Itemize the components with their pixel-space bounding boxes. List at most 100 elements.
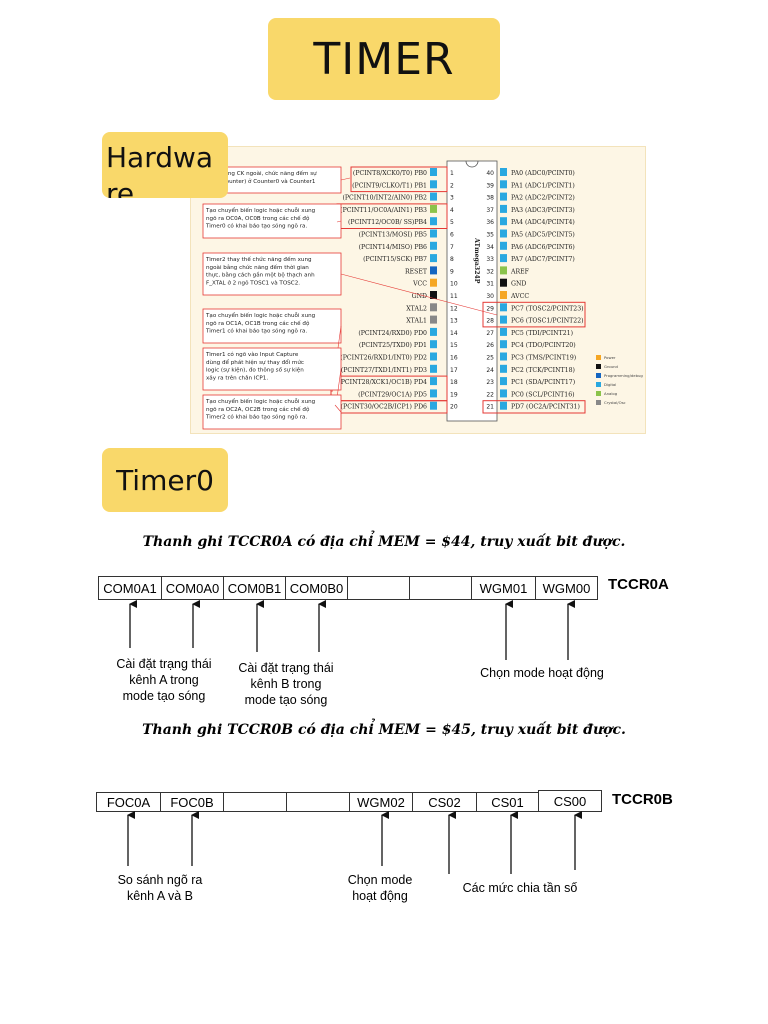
note-connector-6 [334, 404, 342, 413]
pin-label-25: PC3 (TMS/PCINT19) [511, 355, 576, 362]
pin-color-29 [500, 303, 507, 312]
legend-label-6: Crystal/Osc [604, 400, 626, 405]
tccr0b-register: FOC0A FOC0B WGM02 CS02 CS01 CS00 [96, 790, 602, 812]
pin-color-16 [430, 352, 437, 361]
pin-number-18: 18 [450, 379, 458, 386]
pin-color-36 [500, 217, 507, 226]
pin-label-4: (PCINT11/OC0A/AIN1) PB3 [340, 207, 427, 214]
pin-number-28: 28 [486, 318, 494, 325]
pin-number-31: 31 [486, 281, 494, 288]
pin-label-9: RESET [405, 268, 428, 275]
note-box-5-line-1: Timer1 có ngõ vào Input Capture [205, 351, 299, 358]
pin-number-4: 4 [450, 207, 454, 214]
note-box-3 [202, 252, 342, 296]
pin-number-37: 37 [486, 207, 494, 214]
pin-label-6: (PCINT13/MOSI) PB5 [359, 232, 427, 239]
note-box-3-line-2: ngoài bằng chức năng đếm thời gian [206, 264, 309, 271]
pin-color-30 [500, 291, 507, 299]
chip-notch [465, 160, 479, 168]
pin-color-35 [500, 229, 507, 238]
pin-number-35: 35 [486, 232, 494, 239]
pin-label-28: PC6 (TOSC1/PCINT22) [511, 318, 584, 325]
note-box-3-line-3: thực, bằng cách gắn một bộ thạch anh [206, 272, 315, 279]
pin-label-23: PC1 (SDA/PCINT17) [511, 379, 575, 386]
tccr0a-bit-3 [347, 576, 410, 600]
pin-number-30: 30 [486, 293, 494, 300]
highlight-pd7 [482, 400, 586, 414]
pin-number-13: 13 [450, 318, 458, 325]
pin-label-21: PD7 (OC2A/PCINT31) [511, 404, 580, 411]
note-box-5 [202, 347, 342, 391]
tccr0b-bit-6: FOC0B [160, 792, 224, 812]
tccr0a-bit-2 [409, 576, 472, 600]
pin-label-5: (PCINT12/OC0B/ SS)PB4 [348, 219, 427, 226]
pin-color-14 [430, 327, 437, 336]
pin-label-15: (PCINT25/TXD0) PD1 [359, 342, 427, 349]
legend-label-3: Programming/debug [604, 373, 643, 378]
note-box-2-line-1: Tạo chuyển biến logic hoặc chuỗi xung [205, 207, 316, 214]
pin-color-17 [430, 364, 437, 373]
pin-number-32: 32 [486, 268, 494, 275]
pin-number-25: 25 [486, 355, 494, 362]
pin-number-11: 11 [450, 293, 458, 300]
pin-number-8: 8 [450, 256, 454, 263]
pin-label-35: PA5 (ADC5/PCINT5) [511, 232, 575, 239]
pin-color-26 [500, 340, 507, 349]
note-box-3-line-1: Timer2 thay thế chức năng đếm xung [205, 256, 312, 263]
pin-color-5 [430, 217, 437, 226]
pin-number-7: 7 [450, 244, 454, 251]
tccr0a-name: TCCR0A [608, 576, 669, 593]
pin-color-6 [430, 229, 437, 238]
note-box-4-line-1: Tạo chuyển biến logic hoặc chuỗi xung [205, 312, 316, 319]
note-box-1-line-1: Đếm xung CK ngoài, chức năng đếm sự [206, 170, 317, 177]
note-box-3-line-4: F_XTAL ở 2 ngõ TOSC1 và TOSC2. [206, 279, 300, 286]
pin-number-21: 21 [486, 404, 494, 411]
pin-number-3: 3 [450, 195, 454, 202]
pin-color-15 [430, 340, 437, 349]
pin-label-12: XTAL2 [406, 305, 427, 312]
pin-number-38: 38 [486, 195, 494, 202]
pin-label-18: (PCINT28/XCK1/OC1B) PD4 [338, 379, 427, 386]
note-box-6-line-3: Timer2 có khai báo tạo sóng ngõ ra. [205, 414, 307, 421]
note-box-4 [202, 308, 342, 344]
tccr0a-bit-4: COM0B0 [285, 576, 348, 600]
pin-color-37 [500, 204, 507, 213]
legend-label-5: Analog [604, 391, 618, 396]
pin-color-32 [500, 266, 507, 275]
pin-number-19: 19 [450, 391, 458, 398]
tccr0a-bit-0: WGM00 [535, 576, 598, 600]
pin-color-24 [500, 364, 507, 373]
note-box-1-line-2: kiện (Counter) ở Counter0 và Counter1 [206, 178, 316, 185]
pin-color-8 [430, 254, 437, 263]
pin-label-1: (PCINT8/XCK0/T0) PB0 [353, 170, 427, 177]
tccr0a-note-channel-b: Cài đặt trạng thái kênh B trong mode tạo… [238, 661, 334, 707]
tccr0a-note-channel-a: Cài đặt trạng thái kênh A trong mode tạo… [116, 657, 212, 703]
tccr0b-name: TCCR0B [612, 791, 673, 808]
pin-color-34 [500, 241, 507, 250]
legend-label-1: Power [604, 355, 616, 360]
pin-color-3 [430, 192, 437, 201]
pin-label-32: AREF [510, 268, 530, 275]
pin-label-17: (PCINT27/TXD1/INT1) PD3 [341, 367, 427, 374]
pin-number-5: 5 [450, 219, 454, 226]
hardware-heading-banner: Hardware [102, 132, 228, 198]
hardware-heading: Hardware [106, 141, 214, 198]
note-connector-2 [336, 220, 342, 223]
tccr0a-note-mode: Chọn mode hoạt động [480, 666, 604, 680]
pin-color-2 [430, 180, 437, 189]
pin-number-23: 23 [486, 379, 494, 386]
note-box-6-line-2: ngõ ra OC2A, OC2B trong các chế độ [206, 406, 310, 413]
pin-color-39 [500, 180, 507, 189]
pin-number-40: 40 [486, 170, 494, 177]
pin-label-33: PA7 (ADC7/PCINT7) [511, 256, 575, 263]
legend-swatch-2 [596, 364, 601, 369]
note-box-4-line-3: Timer1 có khai báo tạo sóng ngõ ra. [205, 328, 307, 335]
legend-swatch-1 [596, 355, 601, 360]
pin-label-8: (PCINT15/SCK) PB7 [363, 256, 427, 263]
pin-color-7 [430, 241, 437, 250]
pin-label-27: PC5 (TDI/PCINT21) [511, 330, 573, 337]
tccr0b-note-prescaler: Các mức chia tần số [462, 881, 578, 895]
tccr0b-note-mode: Chọn mode hoạt động [347, 873, 413, 903]
